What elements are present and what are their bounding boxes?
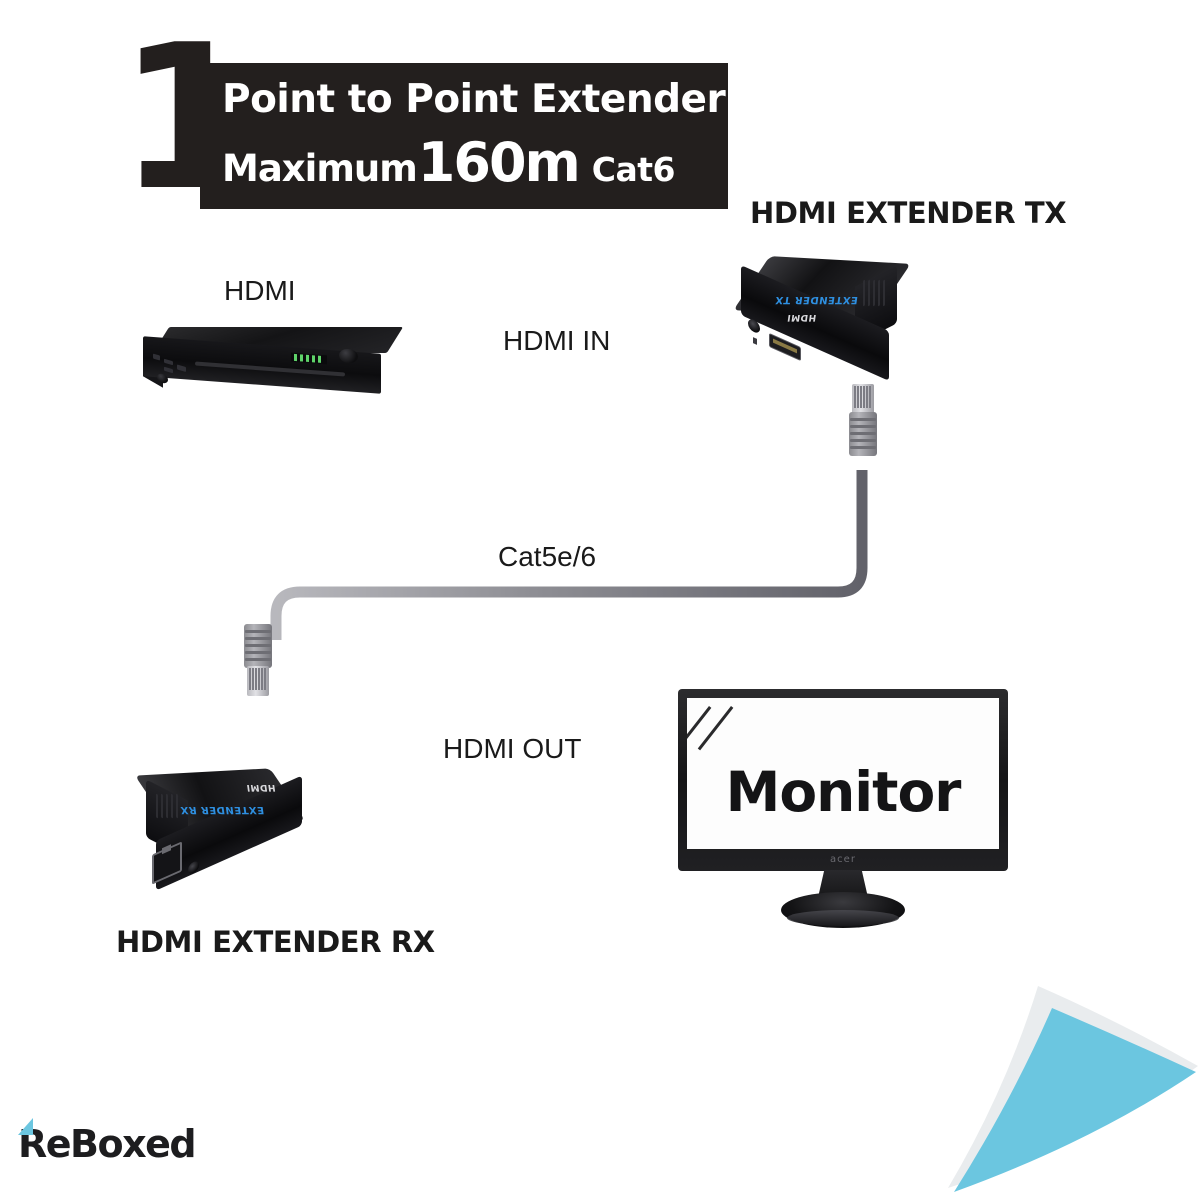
label-hdmi-in: HDMI IN [503, 325, 611, 356]
monitor-screen: Monitor [687, 698, 999, 849]
tx-hdmi-mark: HDMI [786, 312, 818, 322]
reboxed-flag-icon [18, 1118, 33, 1135]
reboxed-wordmark: ReBoxed [18, 1122, 197, 1166]
reboxed-logo: ReBoxed [18, 1118, 197, 1166]
monitor-brand-logo: acer [830, 854, 856, 865]
monitor-bezel: Monitor [678, 689, 1008, 871]
rj45-connector-rx-side [238, 618, 278, 704]
page-peel-corner-decoration [948, 986, 1198, 1192]
label-rx-device: HDMI EXTENDER RX [116, 925, 435, 959]
page-peel-fill [954, 1008, 1196, 1192]
source-device-player [143, 327, 404, 394]
rj45-boot-top [849, 412, 877, 456]
rj45-head-contacts-bottom [247, 666, 269, 696]
tx-brand-text: EXTENDER TX [774, 294, 859, 305]
rx-brand-text: EXTENDER RX [179, 804, 265, 815]
rx-hdmi-mark: HDMI [245, 782, 277, 792]
label-tx-device: HDMI EXTENDER TX [750, 196, 1067, 230]
monitor-stand-base-lip [787, 910, 899, 926]
rj45-head-contacts-top [852, 384, 874, 414]
label-hdmi-out: HDMI OUT [443, 733, 582, 764]
banner-distance: 160m [417, 131, 581, 194]
rj45-boot-bottom [244, 624, 272, 668]
hdmi-extender-tx-device: EXTENDER TX HDMI [733, 256, 925, 388]
monitor-screen-label: Monitor [725, 760, 962, 824]
banner-maximum-label: Maximum [222, 147, 418, 190]
step-number: 1 [118, 2, 257, 235]
display-monitor: Monitor acer [678, 689, 1008, 929]
rj45-connector-tx-side [843, 382, 883, 468]
screen-reflection-stroke-1 [687, 706, 711, 751]
label-cat-cable: Cat5e/6 [498, 541, 597, 572]
label-hdmi-source: HDMI [224, 275, 296, 306]
banner-title: Point to Point Extender [222, 77, 726, 122]
hdmi-extender-rx-device: EXTENDER RX HDMI [118, 760, 308, 891]
tx-status-led [753, 337, 757, 345]
header-banner: Point to Point Extender Maximum 160m Cat… [200, 63, 728, 209]
banner-subtitle: Maximum 160m Cat6 [222, 131, 676, 194]
banner-cable-standard: Cat6 [591, 150, 676, 189]
